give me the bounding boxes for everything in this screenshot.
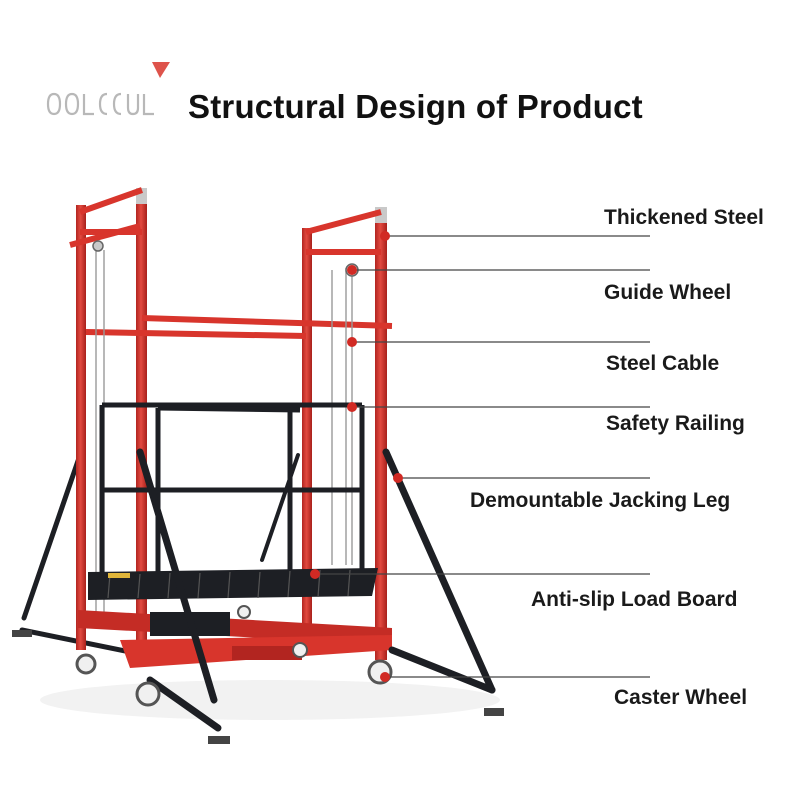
callout-label-demountable-jacking-leg: Demountable Jacking Leg (470, 489, 731, 512)
top-frame-right (305, 209, 382, 255)
callout-label-thickened-steel: Thickened Steel (604, 206, 764, 229)
top-frame-left (69, 187, 144, 248)
jacking-foot (12, 630, 32, 637)
upright-left-cap (136, 188, 147, 204)
cross-tubes (85, 315, 393, 339)
callout-dot-steel-cable (347, 337, 357, 347)
upright-left-front (76, 205, 86, 650)
jacking-leg-front-left (136, 448, 222, 732)
leader-lines (315, 235, 650, 678)
jacking-leg-back-right (260, 453, 300, 562)
callout-dot-load-board (310, 569, 320, 579)
anti-slip-load-board (88, 568, 378, 600)
jacking-foot (208, 736, 230, 744)
steel-cables (95, 250, 353, 620)
jacking-leg-front-right (382, 448, 496, 694)
jacking-foot (484, 708, 504, 716)
callout-label-guide-wheel: Guide Wheel (604, 281, 732, 304)
page-title: Structural Design of Product (188, 88, 643, 125)
callout-dot-caster-wheel (380, 672, 390, 682)
logo-accent-mark (152, 62, 170, 78)
callout-label-anti-slip-load-board: Anti-slip Load Board (531, 588, 738, 611)
callout-dot-jacking-leg (393, 473, 403, 483)
callout-label-steel-cable: Steel Cable (606, 352, 720, 375)
callout-label-safety-railing: Safety Railing (606, 412, 745, 435)
callout-label-caster-wheel: Caster Wheel (614, 686, 748, 709)
callout-dots (310, 231, 403, 682)
caster-wheels (75, 605, 393, 707)
ground-shadow (40, 680, 500, 720)
upright-left-inner (136, 190, 147, 660)
upright-right-back (302, 228, 312, 648)
safety-railing (99, 402, 365, 582)
callout-dot-safety-railing (347, 402, 357, 412)
callout-dot-thickened-steel (380, 231, 390, 241)
brand-logo (46, 62, 170, 116)
base-frame (78, 610, 392, 668)
callout-dot-guide-wheel (347, 265, 357, 275)
upright-right-front (375, 210, 387, 660)
guide-wheels (92, 240, 359, 277)
